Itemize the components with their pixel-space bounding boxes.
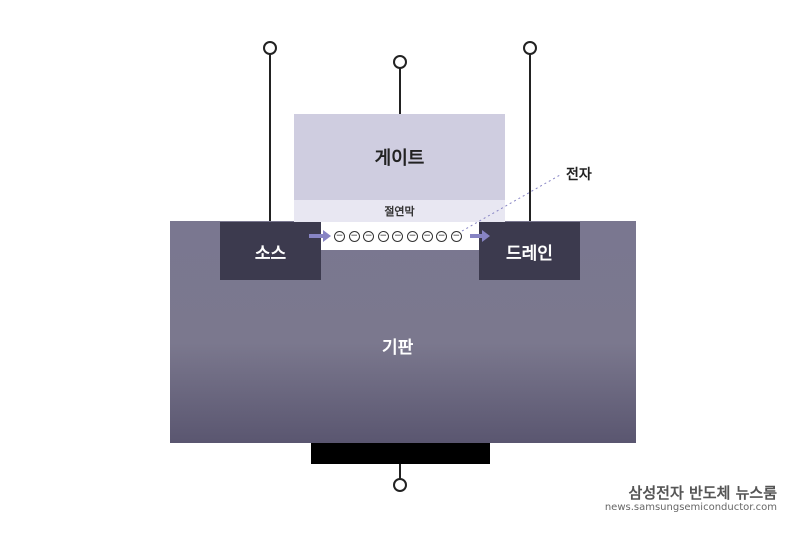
watermark-title: 삼성전자 반도체 뉴스룸 xyxy=(628,484,777,502)
source-terminal xyxy=(263,41,277,55)
electron: − xyxy=(348,231,360,242)
electron: − xyxy=(377,231,389,242)
insulator: 절연막 xyxy=(294,200,505,222)
body-contact xyxy=(311,443,490,464)
electron: − xyxy=(407,231,418,242)
electron: − xyxy=(421,231,433,242)
gate: 게이트 xyxy=(294,114,505,200)
source-label: 소스 xyxy=(254,243,287,264)
drain-label: 드레인 xyxy=(506,243,553,264)
drain-wire xyxy=(529,53,531,222)
electron: − xyxy=(334,231,345,242)
electron: − xyxy=(363,231,375,242)
body-terminal xyxy=(393,478,407,492)
drain: 드레인 xyxy=(479,222,580,280)
source: 소스 xyxy=(220,222,321,280)
electron: − xyxy=(436,231,448,242)
electron: − xyxy=(450,231,462,242)
watermark-url: news.samsungsemiconductor.com xyxy=(604,502,777,513)
substrate-label: 기판 xyxy=(382,338,414,358)
body-wire xyxy=(399,464,401,480)
gate-terminal xyxy=(393,55,407,69)
drain-terminal xyxy=(523,41,537,55)
source-wire xyxy=(269,53,271,222)
electron: − xyxy=(392,231,404,242)
gate-label: 게이트 xyxy=(374,148,425,169)
insulator-label: 절연막 xyxy=(384,205,415,218)
electron-label: 전자 xyxy=(566,167,592,183)
gate-wire xyxy=(399,67,401,114)
